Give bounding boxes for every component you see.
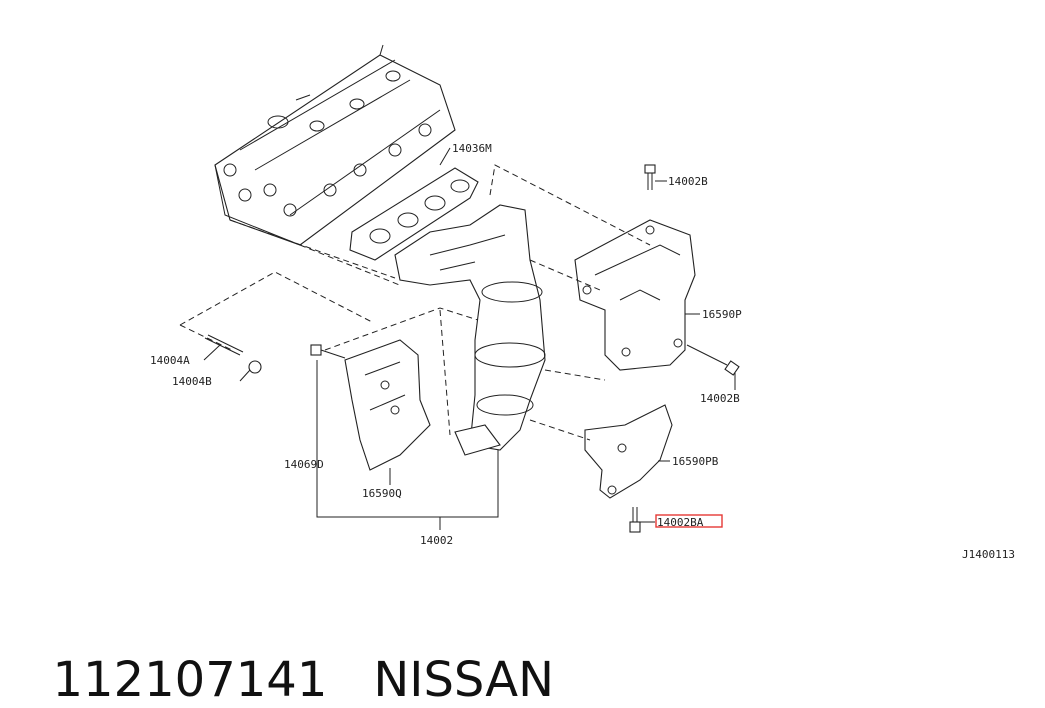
fasteners-drawing (204, 164, 740, 533)
label-14036m: 14036M (452, 142, 492, 155)
label-14002b-top: 14002B (668, 175, 708, 188)
footer: 112107141 NISSAN (22, 596, 555, 708)
label-14002ba: 14002BA (657, 516, 704, 529)
highlight-box (655, 514, 723, 528)
gasket-drawing (349, 167, 479, 261)
brand-name: NISSAN (373, 652, 555, 708)
label-14002: 14002 (420, 534, 453, 547)
diagram-code: J1400113 (962, 548, 1015, 561)
left-heat-shield-drawing (344, 339, 431, 471)
part-number: 112107141 (52, 652, 328, 708)
upper-heat-shield-drawing (574, 219, 696, 371)
label-16590q: 16590Q (362, 487, 402, 500)
exhaust-manifold-drawing (394, 204, 546, 456)
lower-heat-shield-drawing (584, 404, 673, 499)
cylinder-head-drawing (214, 44, 456, 246)
label-14004b: 14004B (172, 375, 212, 388)
label-16590p: 16590P (702, 308, 742, 321)
label-14004a: 14004A (150, 354, 190, 367)
label-16590pb: 16590PB (672, 455, 719, 468)
label-14069d: 14069D (284, 458, 324, 471)
label-14002b-right: 14002B (700, 392, 740, 405)
dashed-guide-lines (179, 164, 651, 441)
leader-lines (203, 147, 736, 530)
exhaust-manifold-diagram: 14036M 14002B 16590P 14002B 14004A 14004… (150, 44, 1015, 561)
